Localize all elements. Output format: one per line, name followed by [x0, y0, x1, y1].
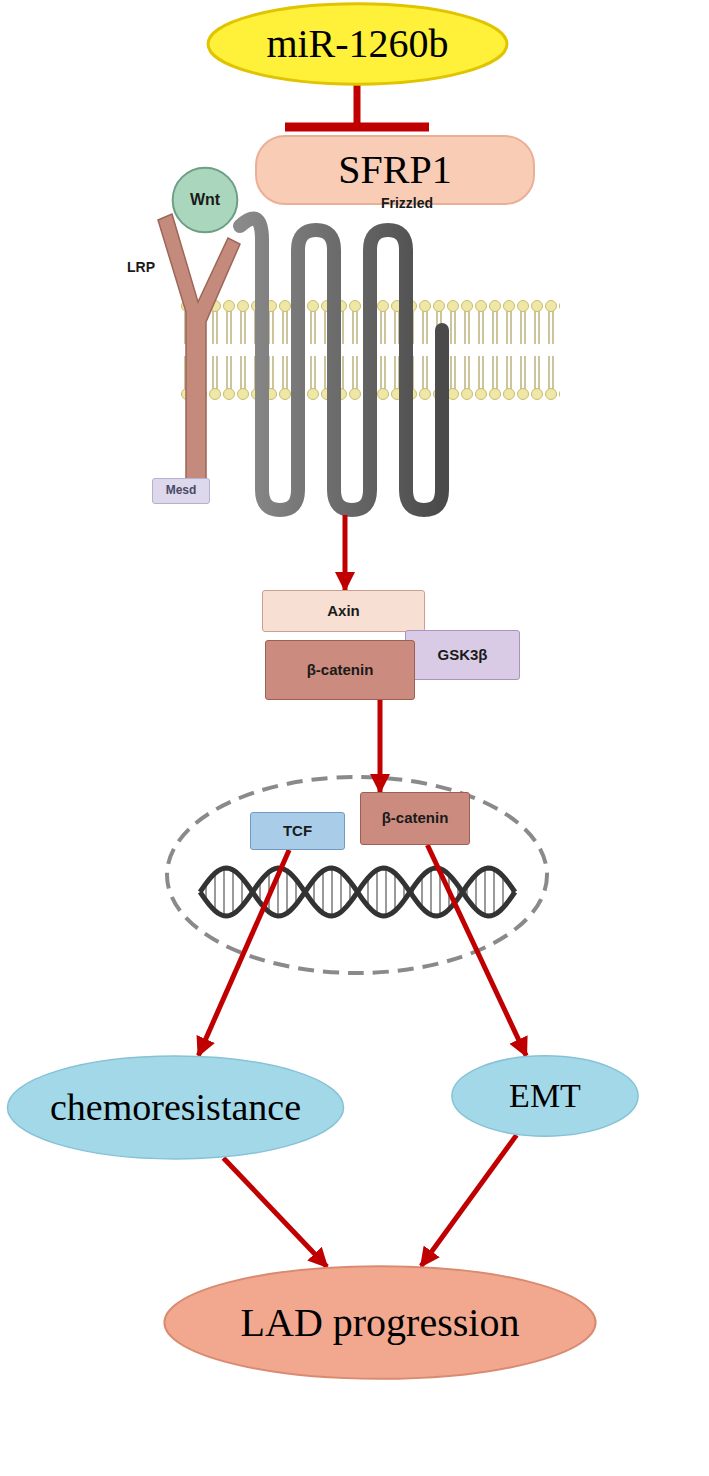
dna-strand [200, 868, 515, 916]
dna-rung [421, 876, 423, 908]
inhibition-bar [285, 123, 429, 132]
beta-catenin-box: β-catenin [265, 640, 415, 700]
mirna-ellipse: miR-1260b [205, 3, 510, 85]
node-text: LRP [127, 260, 155, 275]
connector-line [378, 700, 383, 792]
lrp-label: LRP [118, 256, 164, 280]
dna-rung [430, 869, 432, 915]
connector-line [198, 850, 289, 1055]
nucleus-outline [167, 777, 547, 973]
lrp-receptor [158, 214, 240, 498]
frizzled-receptor [240, 219, 442, 510]
dna-rung [394, 873, 396, 911]
arrow-connector [380, 700, 381, 792]
connector-line [354, 85, 361, 127]
sfrp1-box: SFRP1 [255, 135, 535, 205]
dna-rung [493, 869, 495, 915]
node-text: β-catenin [307, 662, 374, 679]
connector-line [223, 1158, 326, 1267]
dna-rung [475, 875, 477, 910]
node-text: EMT [509, 1077, 581, 1114]
dna-rung [502, 876, 504, 908]
dna-rung [331, 868, 333, 916]
dna-rung [322, 871, 324, 913]
arrow-connector [421, 1135, 516, 1266]
node-text: miR-1260b [266, 22, 448, 66]
tcf-box: TCF [250, 812, 345, 850]
arrow-connector [198, 850, 289, 1055]
node-text: LAD progression [241, 1301, 520, 1345]
node-text: Frizzled [381, 196, 433, 211]
dna-rung [232, 870, 234, 914]
dna-strand [200, 868, 515, 916]
arrow-connector [427, 845, 526, 1056]
node-text: β-catenin [382, 810, 449, 827]
node-text: Wnt [190, 191, 220, 209]
outcome-ellipse: chemoresistance [4, 1055, 347, 1160]
dna-rung [214, 873, 216, 911]
node-text: chemoresistance [50, 1087, 301, 1129]
dna-rung [286, 871, 288, 913]
connector-line [343, 515, 348, 590]
connector-line [421, 1135, 516, 1266]
result-ellipse: LAD progression [160, 1265, 600, 1380]
dna-rung [484, 869, 486, 916]
nuclear-beta-catenin-box: β-catenin [360, 792, 470, 845]
dna-rung [340, 872, 342, 912]
dna-rung [385, 868, 387, 916]
wnt-ligand: Wnt [172, 167, 238, 233]
node-text: SFRP1 [338, 148, 451, 192]
frizzled-receptor-label: Frizzled [240, 194, 455, 515]
arrow-connector [223, 1158, 326, 1267]
node-text: Mesd [166, 484, 197, 497]
arrow-connector [345, 515, 346, 590]
gsk3b-box: GSK3β [405, 630, 520, 680]
node-text: GSK3β [437, 647, 487, 664]
dna-rung [223, 868, 225, 916]
outcome-ellipse: EMT [450, 1055, 640, 1137]
mesd-box: Mesd [152, 478, 210, 504]
node-text: Axin [327, 603, 360, 620]
dna-rung [376, 870, 378, 914]
node-text: TCF [283, 823, 312, 840]
dna-helix [200, 868, 515, 916]
inhibition-connector [285, 85, 429, 127]
axin-box: Axin [262, 590, 425, 632]
connector-line [427, 845, 526, 1056]
